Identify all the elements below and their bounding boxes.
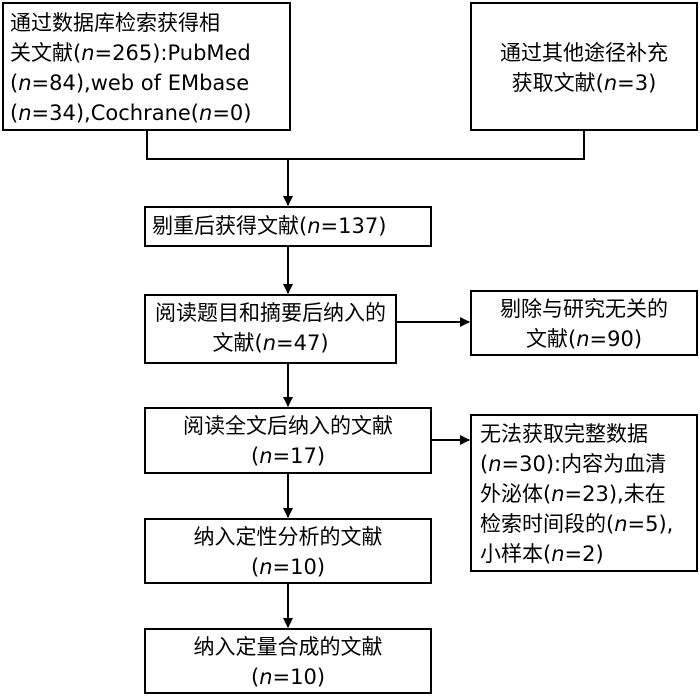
- count-symbol: n: [576, 327, 590, 351]
- text-segment: =90): [589, 327, 643, 351]
- text-segment: 文献(: [525, 327, 577, 351]
- count-symbol: n: [262, 331, 276, 355]
- text-segment: =84),web of EMbase: [31, 71, 250, 95]
- text-segment: 剔重后获得文献(: [152, 214, 308, 238]
- excluded-irrelevant-box: 剔除与研究无关的文献(n=90): [470, 290, 698, 356]
- text-segment: =137): [320, 214, 387, 238]
- text-segment: =10): [272, 555, 326, 579]
- box-text-line: 剔重后获得文献(n=137): [152, 211, 424, 241]
- box-text-line: 检索时间段的(n=5),: [480, 509, 688, 539]
- box-text-line: (n=17): [152, 441, 424, 471]
- text-segment: 关文献(: [10, 41, 82, 65]
- count-symbol: n: [259, 665, 273, 689]
- text-segment: =30):内容为血清: [501, 452, 667, 476]
- box-text-line: 文献(n=90): [478, 324, 690, 354]
- text-segment: =0): [212, 101, 252, 125]
- box-text-line: (n=34),Cochrane(n=0): [10, 98, 283, 128]
- count-symbol: n: [199, 101, 213, 125]
- box-text-line: 关文献(n=265):PubMed: [10, 38, 283, 68]
- text-segment: 无法获取完整数据: [480, 422, 648, 446]
- after-dedup-box: 剔重后获得文献(n=137): [144, 206, 432, 247]
- after-full-text-box: 阅读全文后纳入的文献 (n=17): [144, 407, 432, 474]
- text-segment: (: [10, 71, 19, 95]
- box-text-line: 纳入定性分析的文献: [152, 522, 424, 552]
- box-text-line: 文献(n=47): [152, 328, 389, 358]
- text-segment: 小样本(: [480, 542, 552, 566]
- text-segment: 通过数据库检索获得相: [10, 11, 220, 35]
- text-segment: =2): [564, 542, 604, 566]
- count-symbol: n: [551, 482, 565, 506]
- database-search-box: 通过数据库检索获得相关文献(n=265):PubMed(n=84),web of…: [2, 2, 291, 131]
- box-text-line: 通过数据库检索获得相: [10, 8, 283, 38]
- count-symbol: n: [259, 444, 273, 468]
- text-segment: (: [250, 444, 260, 468]
- box-text-line: 剔除与研究无关的: [478, 294, 690, 324]
- text-segment: 文献(: [212, 331, 263, 355]
- box-text-line: 阅读全文后纳入的文献: [152, 411, 424, 441]
- box-text-line: 纳入定量合成的文献: [152, 632, 424, 662]
- text-segment: (: [10, 101, 19, 125]
- text-segment: 通过其他途径补充: [500, 41, 668, 65]
- count-symbol: n: [259, 555, 273, 579]
- text-segment: =10): [272, 665, 326, 689]
- text-segment: =3): [617, 71, 657, 95]
- box-text-line: (n=30):内容为血清: [480, 449, 688, 479]
- qualitative-analysis-box: 纳入定性分析的文献 (n=10): [144, 518, 432, 584]
- box-text-line: (n=10): [152, 552, 424, 582]
- text-segment: =17): [272, 444, 326, 468]
- quantitative-synthesis-box: 纳入定量合成的文献 (n=10): [144, 628, 432, 694]
- count-symbol: n: [614, 512, 628, 536]
- box-text-line: (n=84),web of EMbase: [10, 68, 283, 98]
- text-segment: =265):PubMed: [94, 41, 251, 65]
- count-symbol: n: [18, 71, 32, 95]
- text-segment: =5),: [627, 512, 674, 536]
- text-segment: 纳入定性分析的文献: [193, 525, 383, 549]
- box-text-line: 无法获取完整数据: [480, 419, 688, 449]
- text-segment: (: [480, 452, 489, 476]
- text-segment: =23),未在: [564, 482, 666, 506]
- text-segment: =34),Cochrane(: [31, 101, 199, 125]
- text-segment: 纳入定量合成的文献: [193, 635, 383, 659]
- count-symbol: n: [551, 542, 565, 566]
- box-text-line: 外泌体(n=23),未在: [480, 479, 688, 509]
- count-symbol: n: [603, 71, 618, 95]
- after-title-abstract-box: 阅读题目和摘要后纳入的文献(n=47): [144, 294, 397, 364]
- box-text-line: 小样本(n=2): [480, 539, 688, 569]
- other-sources-box: 通过其他途径补充获取文献(n=3): [470, 2, 698, 131]
- text-segment: (: [250, 665, 260, 689]
- box-text-line: 获取文献(n=3): [478, 68, 690, 98]
- text-segment: =47): [276, 331, 329, 355]
- text-segment: 外泌体(: [480, 482, 552, 506]
- count-symbol: n: [81, 41, 95, 65]
- text-segment: 检索时间段的(: [480, 512, 615, 536]
- box-text-line: 通过其他途径补充: [478, 38, 690, 68]
- count-symbol: n: [18, 101, 32, 125]
- count-symbol: n: [488, 452, 502, 476]
- box-text-line: (n=10): [152, 662, 424, 692]
- excluded-full-text-box: 无法获取完整数据(n=30):内容为血清外泌体(n=23),未在检索时间段的(n…: [470, 414, 698, 572]
- text-segment: 阅读全文后纳入的文献: [183, 414, 393, 438]
- text-segment: (: [250, 555, 260, 579]
- count-symbol: n: [307, 214, 321, 238]
- box-text-line: 阅读题目和摘要后纳入的: [152, 298, 389, 328]
- text-segment: 剔除与研究无关的: [500, 297, 668, 321]
- text-segment: 获取文献(: [511, 71, 604, 95]
- text-segment: 阅读题目和摘要后纳入的: [155, 301, 386, 325]
